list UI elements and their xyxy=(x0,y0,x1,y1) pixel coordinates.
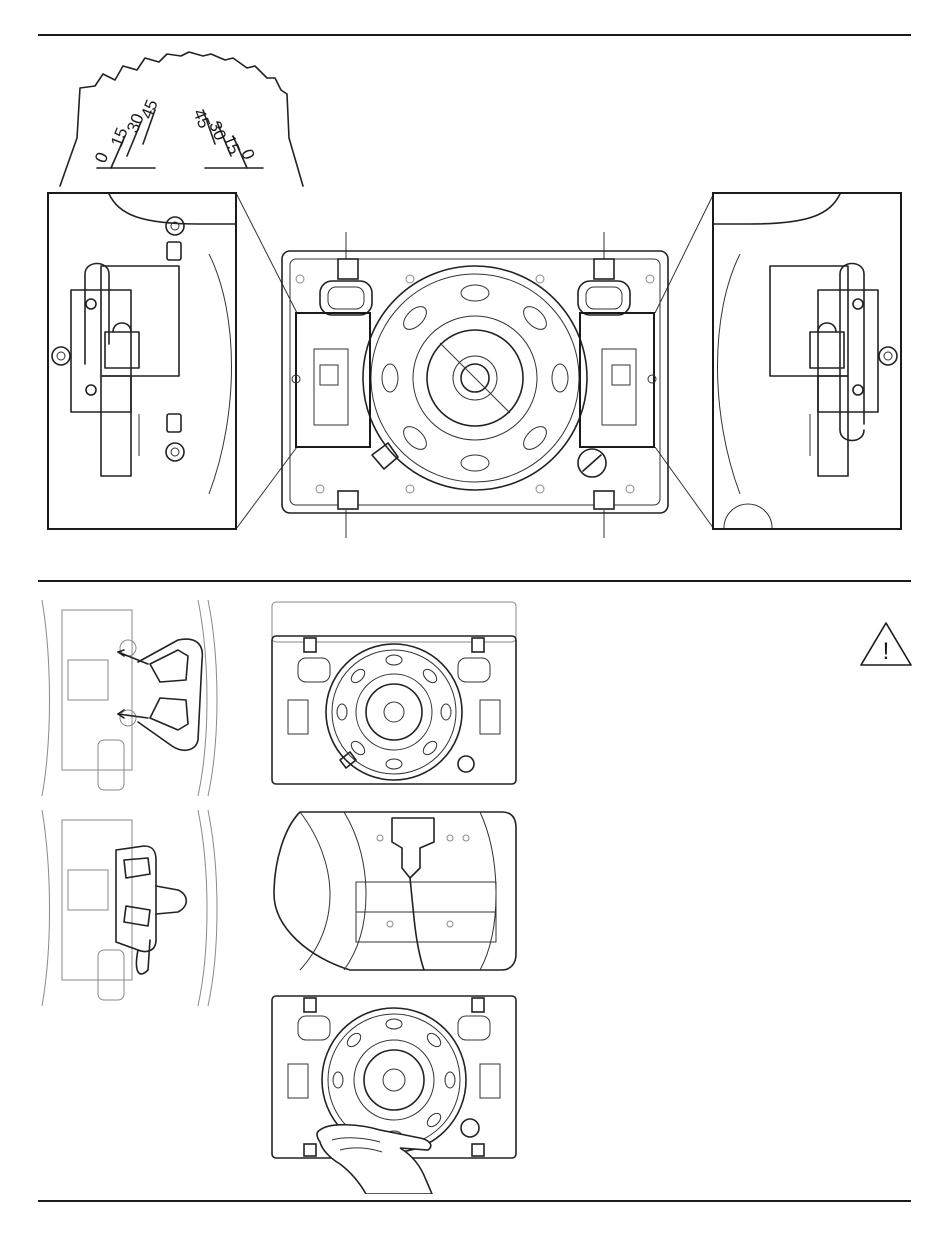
clip-insert-step xyxy=(38,600,218,796)
right-bracket-detail xyxy=(712,192,902,530)
warning-symbol: ! xyxy=(883,638,890,665)
speaker-hand-removal xyxy=(270,994,520,1194)
speaker-side-cable xyxy=(270,808,518,974)
warning-triangle-icon: ! xyxy=(858,620,914,668)
clip-locked-step xyxy=(38,810,218,1006)
speaker-front-with-clips xyxy=(270,600,518,786)
left-bracket-detail xyxy=(47,192,237,530)
middle-rule xyxy=(38,580,911,582)
speaker-front-view xyxy=(280,243,670,515)
bottom-rule xyxy=(38,1200,911,1202)
